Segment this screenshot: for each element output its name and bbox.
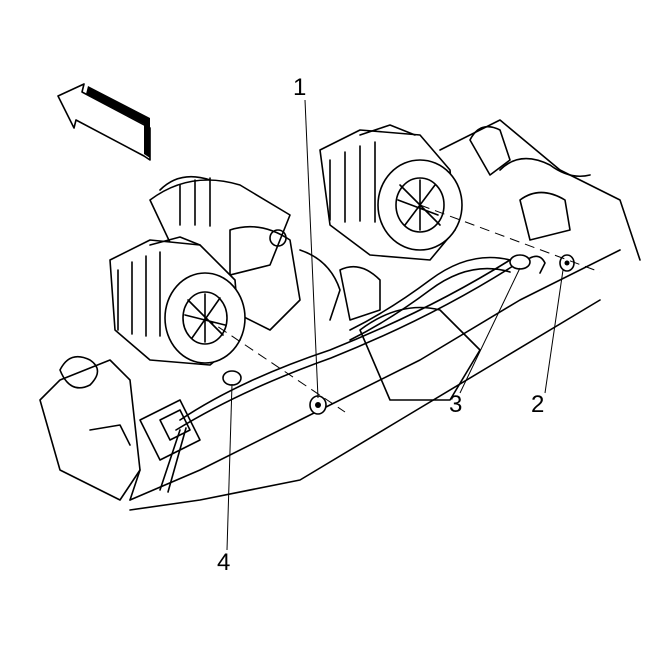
callout-4: 4: [217, 549, 231, 576]
lower-alternator: [109, 236, 246, 366]
front-direction-arrow-icon: [57, 83, 151, 161]
leader-lines: [226, 99, 564, 551]
terminal-4: [222, 370, 242, 386]
wiring-harness: [159, 256, 514, 493]
callout-1: 1: [293, 74, 307, 101]
terminal-3: [509, 254, 546, 274]
engine-assembly: [39, 119, 641, 511]
nut-2: [559, 254, 575, 272]
callout-3: 3: [449, 391, 463, 418]
alignment-lines: [204, 204, 601, 413]
callout-2: 2: [531, 391, 545, 418]
upper-alternator: [319, 124, 463, 261]
nut-1: [309, 395, 327, 415]
